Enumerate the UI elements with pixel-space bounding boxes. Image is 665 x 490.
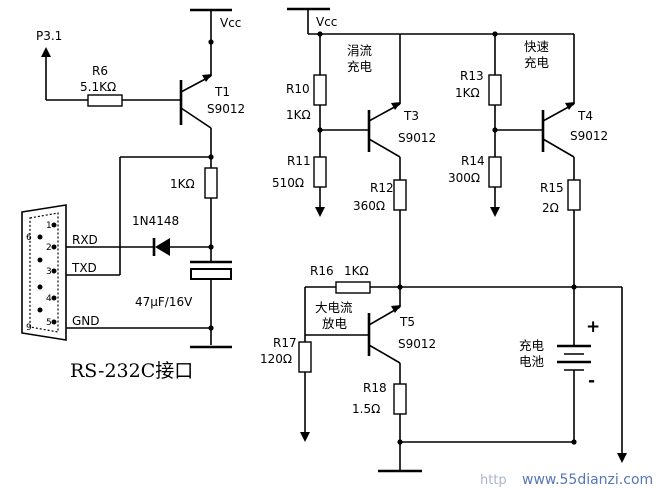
r14-value: 300Ω	[448, 171, 480, 185]
r-1k-left	[204, 167, 218, 199]
r15-resistor	[567, 179, 581, 211]
vcc-label-left: Vcc	[220, 16, 241, 30]
fast-label-1: 快速	[524, 39, 550, 54]
battery-plus: +	[586, 317, 600, 337]
r13-resistor	[488, 74, 502, 106]
db9-pin-2: 2	[46, 243, 52, 253]
discharge-label-2: 放电	[322, 316, 348, 331]
r14-name: R14	[461, 154, 485, 168]
trickle-label-2: 充电	[347, 59, 373, 74]
db9-pin-3: 3	[46, 267, 52, 277]
diode-label: 1N4148	[132, 214, 179, 228]
txd-label: TXD	[71, 261, 97, 275]
r16-resistor	[335, 281, 371, 294]
r11-value: 510Ω	[272, 176, 304, 190]
gnd-label: GND	[72, 314, 100, 328]
r13-name: R13	[460, 69, 484, 83]
r6-value: 5.1KΩ	[80, 80, 116, 94]
r17-name: R17	[273, 336, 297, 350]
r6-name: R6	[92, 64, 108, 78]
r-1k-left-value: 1KΩ	[170, 177, 195, 191]
r10-value: 1KΩ	[286, 108, 311, 122]
db9-pin-1: 1	[46, 221, 52, 231]
p31-label: P3.1	[36, 29, 62, 43]
r18-name: R18	[363, 381, 387, 395]
trickle-label-1: 涓流	[347, 43, 373, 58]
capacitor-label: 47μF/16V	[135, 295, 193, 309]
r16-name: R16	[310, 264, 334, 278]
r11-resistor	[313, 156, 327, 188]
r12-name: R12	[370, 181, 394, 195]
r17-resistor	[298, 341, 312, 373]
battery-minus: -	[588, 371, 595, 391]
r10-name: R10	[286, 82, 310, 96]
r18-resistor	[393, 383, 407, 415]
r16-value: 1KΩ	[344, 264, 369, 278]
discharge-label-1: 大电流	[315, 300, 353, 315]
db9-pin-6: 6	[26, 233, 32, 243]
battery-label-1: 充电	[519, 338, 545, 353]
t5-type: S9012	[398, 337, 436, 351]
r6-resistor	[87, 94, 123, 107]
rxd-label: RXD	[72, 233, 98, 247]
db9-pin-5: 5	[46, 318, 52, 328]
fast-label-2: 充电	[524, 55, 550, 70]
watermark: www.55dianzi.com	[522, 472, 653, 488]
battery-label-2: 电池	[519, 354, 545, 369]
r18-value: 1.5Ω	[352, 402, 380, 416]
charging-section: Vcc R10 1KΩ R11 510Ω 涓流 充电 T3 S9012 R12 …	[260, 7, 627, 473]
rs232-title: RS-232C接口	[70, 360, 193, 382]
r12-resistor	[393, 179, 407, 211]
db9-pin-4: 4	[46, 294, 52, 304]
db9-pin-9: 9	[26, 323, 32, 333]
diode-1n4148	[155, 238, 170, 256]
r14-resistor	[488, 156, 502, 188]
t4-name: T4	[577, 109, 593, 123]
r10-resistor	[313, 74, 327, 106]
t3-name: T3	[403, 109, 419, 123]
r15-value: 2Ω	[542, 201, 559, 215]
t4-type: S9012	[570, 129, 608, 143]
watermark-faint: http	[480, 473, 507, 488]
t3-type: S9012	[398, 131, 436, 145]
t5-name: T5	[399, 315, 415, 329]
r15-name: R15	[540, 181, 564, 195]
r13-value: 1KΩ	[455, 86, 480, 100]
t1-name: T1	[214, 85, 230, 99]
db9-connector	[21, 204, 67, 341]
t1-section: Vcc P3.1 R6 5.1KΩ T1 S9012 1KΩ 1N4148	[21, 8, 245, 382]
t1-type: S9012	[207, 102, 245, 116]
r17-value: 120Ω	[260, 352, 292, 366]
r12-value: 360Ω	[353, 199, 385, 213]
r11-name: R11	[287, 154, 311, 168]
vcc-label-right: Vcc	[316, 15, 337, 29]
